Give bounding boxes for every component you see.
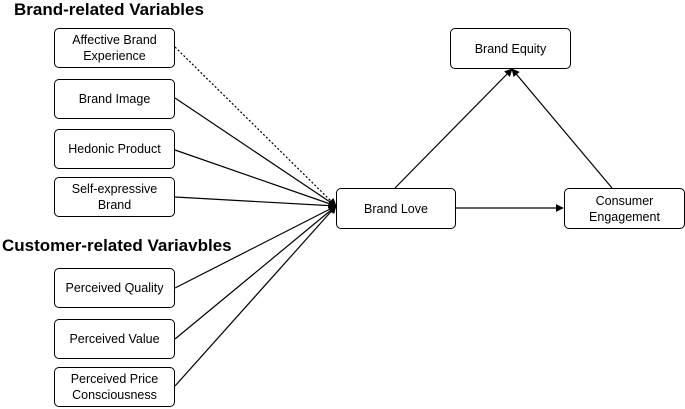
node-consumer-engagement: Consumer Engagement	[564, 188, 685, 229]
node-label: Brand Image	[78, 92, 151, 106]
node-label: Affective Brand Experience	[72, 33, 157, 63]
arrow-brand-image-to-brand-love	[174, 97, 337, 207]
node-self-expressive-brand: Self-expressive Brand	[54, 177, 175, 217]
node-perceived-value: Perceived Value	[54, 319, 175, 359]
heading-customer-related-variables: Customer-related Variavbles	[2, 236, 232, 255]
node-perceived-price-consciousness: Perceived Price Consciousness	[54, 367, 175, 407]
arrow-hedonic-to-brand-love	[174, 149, 337, 208]
node-label: Brand Love	[364, 201, 428, 216]
node-label: Perceived Price Consciousness	[70, 372, 159, 402]
node-label: Consumer Engagement	[589, 193, 660, 224]
node-affective-brand-experience: Affective Brand Experience	[54, 28, 175, 68]
arrow-self-expressive-to-brand-love	[174, 196, 337, 210]
arrow-price-consciousness-to-brand-love	[174, 205, 337, 387]
node-label: Hedonic Product	[68, 142, 161, 156]
node-label: Perceived Value	[69, 332, 160, 346]
node-brand-love: Brand Love	[336, 188, 456, 229]
node-perceived-quality: Perceived Quality	[54, 268, 175, 308]
node-brand-equity: Brand Equity	[450, 28, 571, 69]
arrow-consumer-engagement-to-brand-equity	[511, 68, 613, 189]
node-brand-image: Brand Image	[54, 79, 175, 119]
arrow-perceived-value-to-brand-love	[174, 205, 337, 340]
arrow-brand-love-to-brand-equity	[394, 68, 513, 189]
node-hedonic-product: Hedonic Product	[54, 129, 175, 169]
arrow-affective-to-brand-love	[174, 46, 337, 207]
arrow-perceived-quality-to-brand-love	[174, 205, 337, 289]
node-label: Perceived Quality	[65, 281, 164, 295]
heading-brand-related-variables: Brand-related Variables	[14, 0, 204, 19]
node-label: Self-expressive Brand	[71, 182, 158, 212]
node-label: Brand Equity	[474, 41, 547, 56]
